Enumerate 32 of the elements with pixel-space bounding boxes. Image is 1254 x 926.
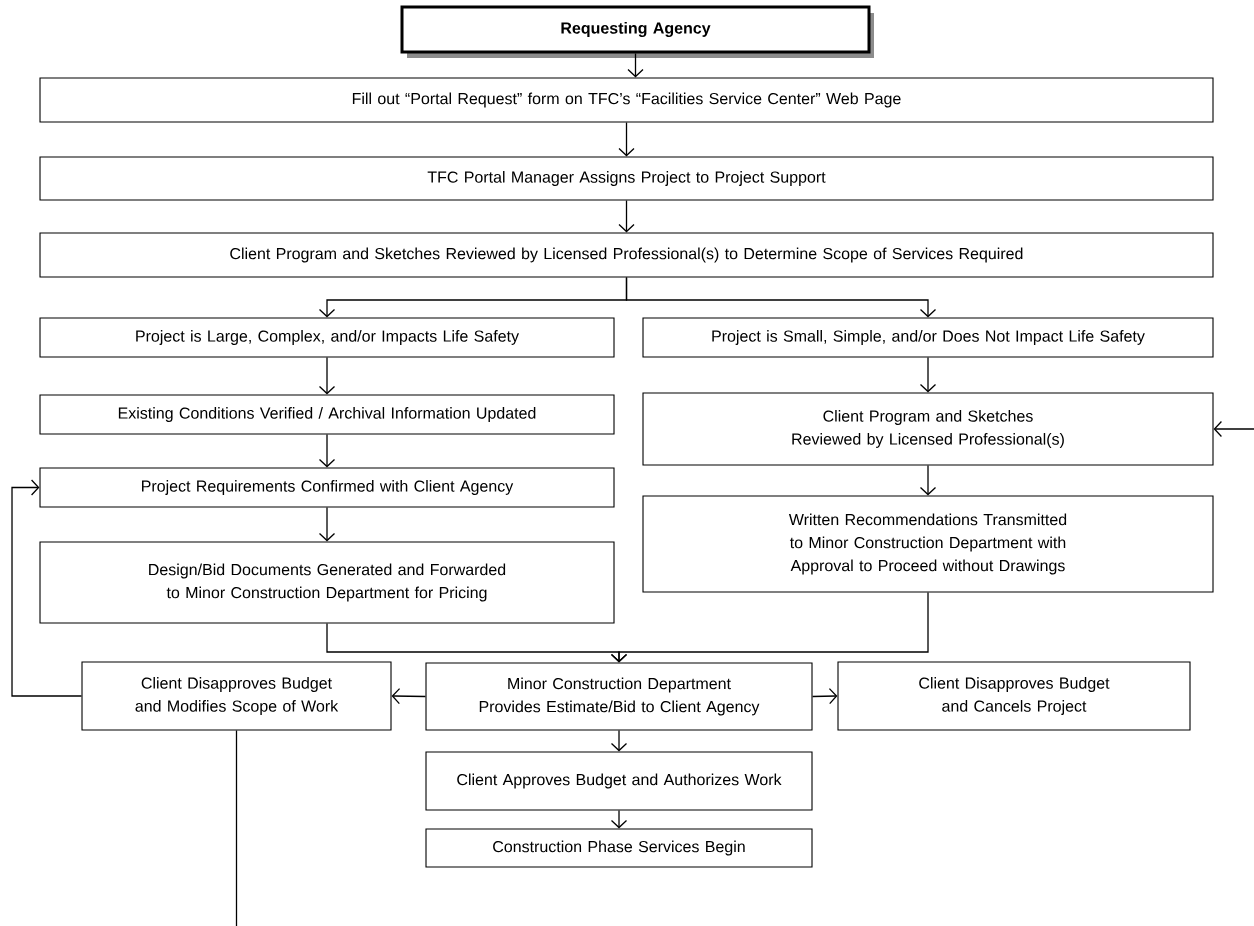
arrow	[1213, 420, 1254, 438]
process-box: Project Requirements Confirmed with Client Agency	[39, 467, 615, 508]
process-box: Fill out “Portal Request” form on TFC’s “Facilities Service Center” Web Page	[39, 77, 1214, 123]
arrow	[618, 199, 635, 233]
process-box: Construction Phase Services Begin	[425, 828, 813, 868]
process-box: Minor Construction Department Provides Estimate/Bid to Client Agency	[425, 662, 813, 731]
arrow	[11, 479, 83, 697]
process-box: Client Approves Budget and Authorizes Work	[425, 751, 813, 811]
process-box: Design/Bid Documents Generated and Forwarded to Minor Construction Department for Pricing	[39, 541, 615, 624]
arrow	[391, 687, 427, 705]
process-box: Client Program and Sketches Reviewed by Licensed Professional(s)	[642, 392, 1214, 466]
process-box: Client Disapproves Budget and Cancels Project	[837, 661, 1191, 731]
arrow	[919, 464, 937, 496]
arrow	[610, 809, 628, 829]
arrow	[318, 433, 336, 468]
arrow	[610, 591, 929, 663]
process-box: Project is Large, Complex, and/or Impacts Life Safety	[39, 317, 615, 358]
arrow	[919, 356, 937, 393]
arrow	[318, 506, 336, 542]
process-box: Written Recommendations Transmitted to Minor Construction Department with Approval to Proceed without Drawings	[642, 495, 1214, 593]
process-box: Client Program and Sketches Reviewed by Licensed Professional(s) to Determine Scope of Services Required	[39, 232, 1214, 278]
process-box: Client Disapproves Budget and Modifies Scope of Work	[81, 661, 392, 731]
process-box: Existing Conditions Verified / Archival Information Updated	[39, 394, 615, 435]
arrow	[627, 52, 644, 78]
process-box: TFC Portal Manager Assigns Project to Project Support	[39, 156, 1214, 201]
arrow	[811, 688, 838, 705]
arrow	[618, 121, 635, 157]
arrow	[610, 729, 628, 752]
arrow	[318, 356, 336, 395]
start-box: Requesting Agency	[400, 5, 874, 58]
arrow	[625, 276, 937, 318]
process-box: Project is Small, Simple, and/or Does Not Impact Life Safety	[642, 317, 1214, 358]
